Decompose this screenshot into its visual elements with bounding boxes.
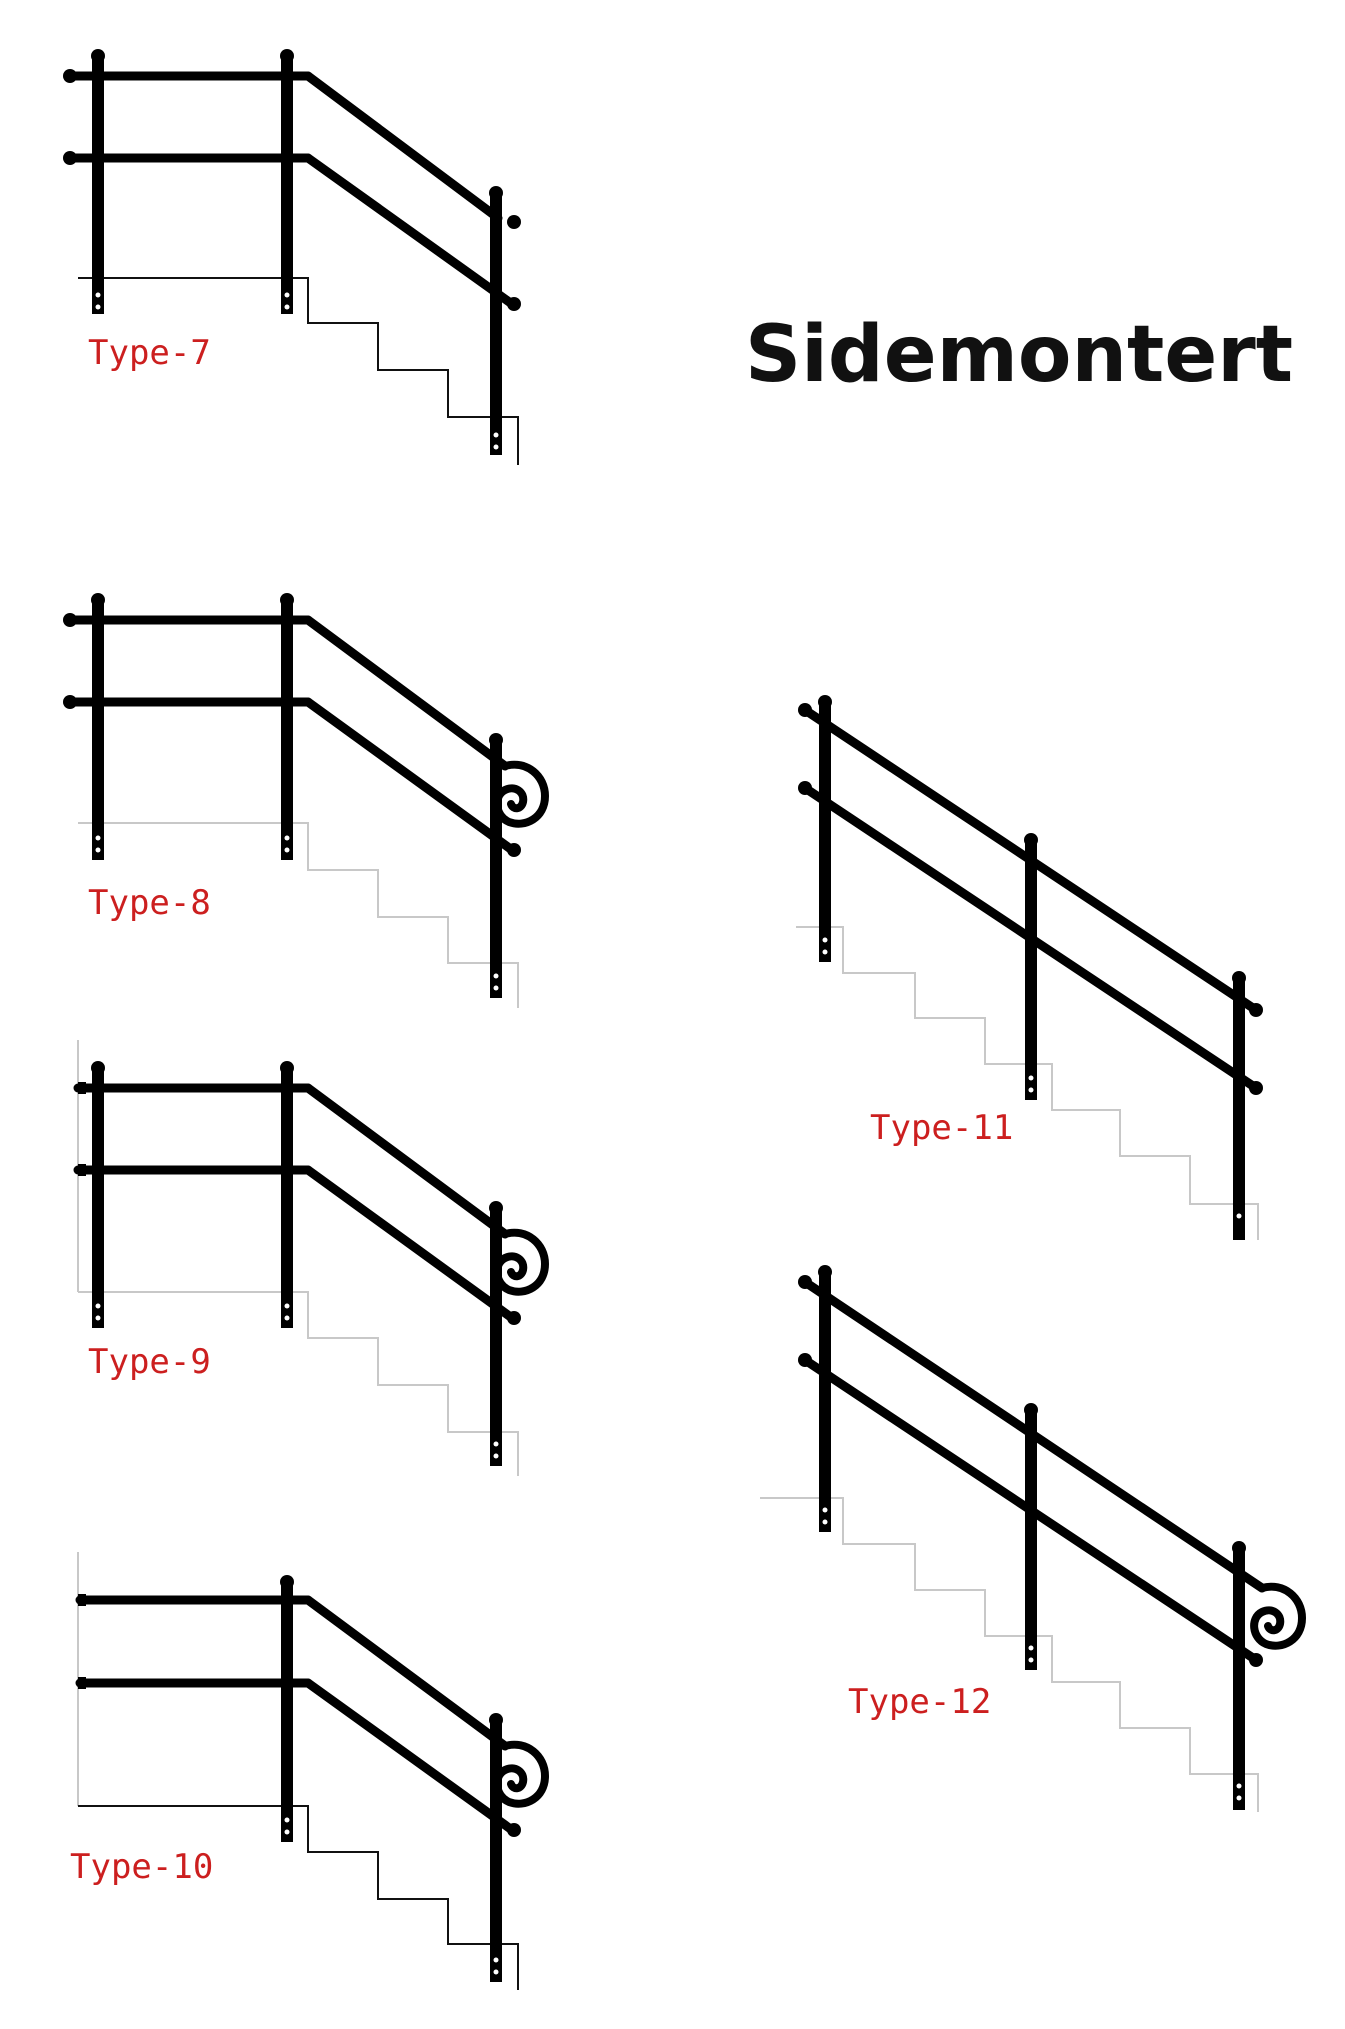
type-label: Type-9 [88, 1342, 211, 1382]
scroll-end-icon [1254, 1587, 1302, 1646]
posts [819, 702, 1245, 1240]
post-caps [63, 593, 521, 857]
scroll-end-icon [497, 765, 545, 824]
type-label: Type-12 [848, 1682, 991, 1722]
mount-bolts [95, 292, 499, 450]
rail-bars [63, 615, 517, 855]
posts [819, 1272, 1245, 1810]
mount-bolts [95, 1303, 499, 1459]
posts [281, 1582, 502, 1982]
stair-outline [760, 1497, 1259, 1812]
posts [92, 1068, 502, 1466]
rail-bars [73, 1083, 517, 1323]
railing-type-7: Type-7 [63, 49, 521, 465]
stair-outline-dark [78, 1805, 519, 1990]
railing-type-10: Type-10 [70, 1552, 545, 1990]
type-label: Type-11 [870, 1108, 1013, 1148]
railing-type-9: Type-9 [73, 1040, 545, 1476]
scroll-end-icon [497, 1745, 545, 1804]
railing-type-11: Type-11 [796, 695, 1263, 1240]
page-title: Sidemontert [745, 310, 1293, 400]
mount-bolts [822, 937, 1242, 1219]
post-caps [798, 695, 1263, 1095]
type-label: Type-7 [88, 333, 211, 373]
mount-bolts [822, 1507, 1242, 1801]
post-caps [280, 1575, 521, 1837]
mount-bolts [95, 835, 499, 991]
posts [92, 56, 502, 455]
railing-type-8: Type-8 [63, 593, 545, 1008]
post-caps [798, 1265, 1263, 1667]
type-label: Type-8 [88, 883, 211, 923]
type-label: Type-10 [70, 1847, 213, 1887]
stair-outline [77, 1040, 519, 1476]
stair-outline [796, 926, 1259, 1240]
post-caps [78, 1061, 521, 1325]
posts [92, 600, 502, 998]
post-caps [63, 49, 521, 311]
wall-brackets [78, 1594, 86, 1689]
rail-bars [63, 71, 517, 309]
railing-type-12: Type-12 [760, 1265, 1302, 1812]
scroll-end-icon [497, 1233, 545, 1292]
rail-bars [75, 1595, 517, 1835]
mount-bolts [284, 1817, 499, 1975]
